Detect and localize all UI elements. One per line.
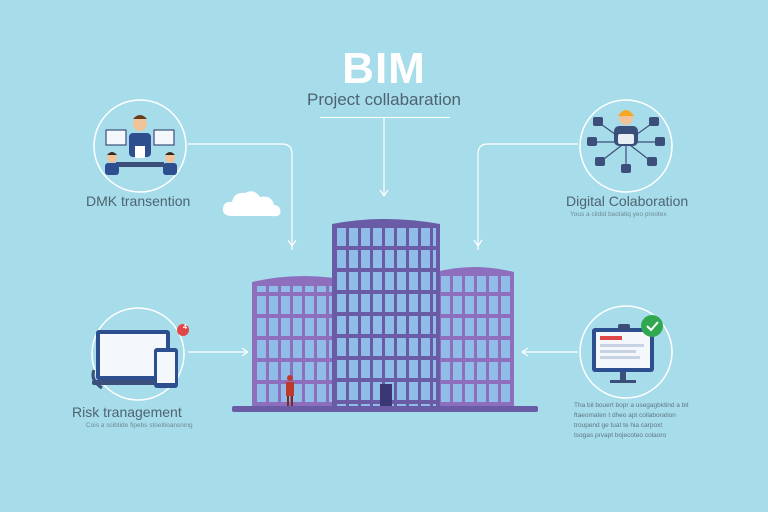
node-label-bottom-left: Risk tranagement — [72, 404, 182, 420]
node-label-top-right: Digital Colaboration — [566, 193, 689, 209]
monitor-check-icon — [579, 305, 673, 399]
devices-icon — [91, 307, 189, 401]
building-illustration — [232, 219, 538, 412]
connector-top-left — [188, 143, 293, 250]
network-people-icon — [579, 99, 673, 193]
notification-badge: 4 — [183, 324, 187, 331]
node-caption-bottom-right: Tha bil bouert bopr a usegagbidind a bit… — [574, 401, 694, 441]
caption-line: troupend ge tuat te hia carpoxt — [574, 422, 663, 429]
node-caption-top-right: Yous a cildid baolatiq yeo prootex — [570, 211, 667, 218]
team-meeting-icon — [93, 99, 187, 193]
node-caption-bottom-left: Cois a scibtide fipebs stoeitioansning — [86, 422, 193, 429]
title-divider — [320, 117, 450, 118]
cloud-icon — [222, 191, 281, 217]
caption-line: ftaeomaten t dheo apt collaboration — [574, 412, 676, 419]
caption-line: Tha bil bouert bopr a usegagbidind a bit — [574, 402, 689, 409]
page-subtitle: Project collabaration — [306, 90, 462, 109]
connector-top-right — [477, 143, 578, 250]
page-title: BIM — [342, 44, 426, 93]
caption-line: tsogas prvapt bojecoteo colaoro — [574, 432, 667, 439]
node-label-top-left: DMK transention — [86, 193, 191, 209]
